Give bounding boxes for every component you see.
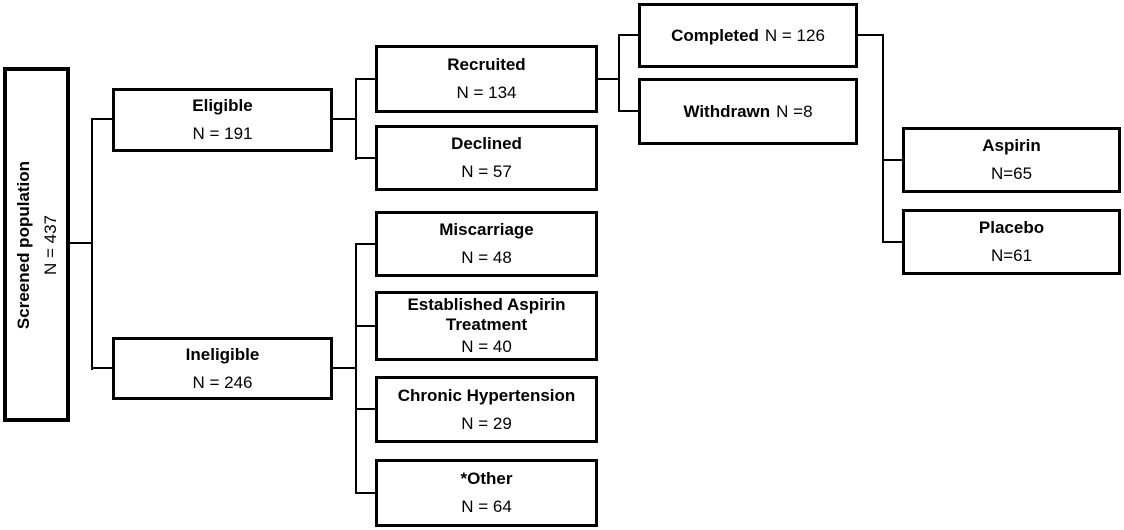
edge-eligible-trunk bbox=[333, 118, 357, 120]
edge-eligible-declined bbox=[355, 157, 375, 159]
edge-completed-placebo bbox=[882, 241, 902, 243]
edge-screened-ineligible bbox=[91, 367, 112, 369]
node-miscarriage-label: Miscarriage bbox=[439, 220, 534, 240]
node-declined: Declined N = 57 bbox=[375, 125, 598, 191]
node-chronic-hypertension: Chronic Hypertension N = 29 bbox=[375, 376, 598, 443]
node-completed-value: N = 126 bbox=[764, 25, 825, 45]
node-established-aspirin-treatment: Established Aspirin Treatment N = 40 bbox=[375, 291, 598, 361]
edge-ineligible-miscarriage bbox=[355, 243, 375, 245]
node-recruited-value: N = 134 bbox=[456, 83, 517, 102]
node-completed-label: Completed bbox=[671, 25, 759, 45]
node-other-value: N = 64 bbox=[461, 497, 512, 516]
node-declined-label: Declined bbox=[451, 134, 522, 154]
edge-ineligible-other bbox=[355, 492, 375, 494]
node-eligible-label: Eligible bbox=[192, 96, 253, 116]
node-withdrawn: Withdrawn N =8 bbox=[638, 78, 858, 145]
node-chronic-hypertension-value: N = 29 bbox=[461, 413, 512, 433]
edge-ineligible-vertical bbox=[355, 243, 357, 494]
node-screened-population-text: Screened population N = 437 bbox=[13, 71, 59, 418]
node-miscarriage: Miscarriage N = 48 bbox=[375, 211, 598, 277]
node-aspirin-value: N=65 bbox=[990, 164, 1033, 183]
node-placebo: Placebo N=61 bbox=[902, 209, 1121, 275]
node-established-aspirin-treatment-value: N = 40 bbox=[461, 337, 512, 357]
node-placebo-label: Placebo bbox=[978, 218, 1045, 238]
node-recruited-label: Recruited bbox=[447, 55, 526, 75]
edge-recruited-withdrawn bbox=[618, 110, 638, 112]
edge-eligible-vertical bbox=[355, 78, 357, 160]
edge-eligible-recruited bbox=[355, 78, 375, 80]
node-recruited: Recruited N = 134 bbox=[375, 45, 598, 113]
node-aspirin-label: Aspirin bbox=[982, 136, 1041, 156]
edge-screened-vertical bbox=[91, 118, 93, 370]
edge-screened-trunk bbox=[70, 242, 93, 244]
node-screened-population-value: N = 437 bbox=[40, 214, 59, 275]
edge-recruited-vertical bbox=[618, 34, 620, 112]
node-ineligible-value: N = 246 bbox=[192, 372, 253, 392]
node-miscarriage-value: N = 48 bbox=[461, 248, 512, 267]
edge-ineligible-established bbox=[355, 325, 375, 327]
edge-completed-vertical bbox=[882, 34, 884, 243]
node-eligible-value: N = 191 bbox=[192, 124, 253, 143]
node-chronic-hypertension-label: Chronic Hypertension bbox=[397, 385, 576, 405]
edge-recruited-completed bbox=[618, 34, 638, 36]
node-withdrawn-value: N =8 bbox=[776, 101, 813, 121]
edge-completed-trunk bbox=[858, 34, 884, 36]
node-placebo-value: N=61 bbox=[990, 246, 1033, 265]
node-withdrawn-label: Withdrawn bbox=[683, 101, 771, 121]
edge-completed-aspirin bbox=[882, 159, 902, 161]
node-ineligible: Ineligible N = 246 bbox=[112, 337, 333, 400]
node-eligible: Eligible N = 191 bbox=[112, 88, 333, 152]
node-other: *Other N = 64 bbox=[375, 459, 598, 527]
node-ineligible-label: Ineligible bbox=[185, 344, 260, 364]
node-established-aspirin-treatment-label: Established Aspirin Treatment bbox=[407, 295, 566, 334]
node-aspirin: Aspirin N=65 bbox=[902, 127, 1121, 193]
node-screened-population-label: Screened population bbox=[13, 160, 33, 329]
edge-recruited-trunk bbox=[598, 78, 620, 80]
node-other-label: *Other bbox=[460, 469, 513, 489]
node-declined-value: N = 57 bbox=[461, 162, 512, 181]
node-completed: Completed N = 126 bbox=[638, 3, 858, 68]
node-screened-population: Screened population N = 437 bbox=[3, 67, 70, 422]
edge-ineligible-trunk bbox=[333, 367, 357, 369]
edge-ineligible-chronic bbox=[355, 408, 375, 410]
edge-screened-eligible bbox=[91, 118, 112, 120]
